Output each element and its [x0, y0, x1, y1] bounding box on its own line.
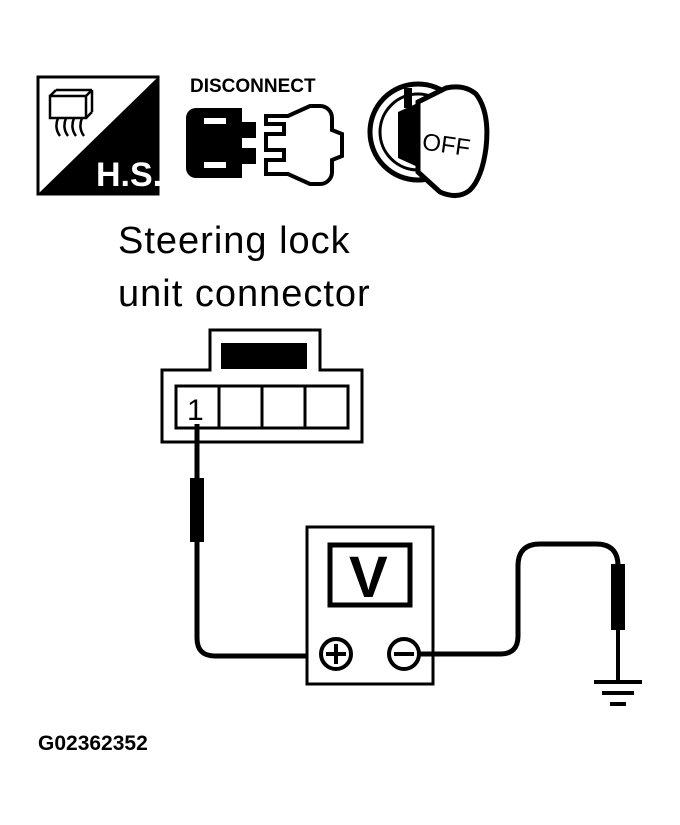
- disconnect-label: DISCONNECT: [190, 76, 316, 97]
- ignition-off-icon: OFF: [367, 81, 490, 198]
- connector-pin-label: 1: [187, 394, 204, 427]
- disconnect-icon: DISCONNECT: [186, 76, 344, 186]
- steering-lock-connector: 1: [160, 328, 364, 444]
- harness-sign-label: H.S.: [96, 156, 162, 194]
- connector-title-line1: Steering lock: [118, 220, 351, 262]
- connector-title-line2: unit connector: [118, 273, 371, 315]
- positive-probe-lead: [190, 424, 308, 659]
- negative-probe-lead: [419, 541, 625, 680]
- figure-code: G02362352: [38, 732, 148, 755]
- ground-icon: [594, 680, 642, 706]
- harness-sign-icon: H.S.: [36, 75, 162, 196]
- ignition-off-label: OFF: [421, 129, 472, 162]
- positive-terminal-icon: [319, 637, 353, 671]
- negative-terminal-icon: [387, 637, 421, 671]
- voltmeter: V: [305, 525, 435, 686]
- voltmeter-label: V: [349, 545, 388, 610]
